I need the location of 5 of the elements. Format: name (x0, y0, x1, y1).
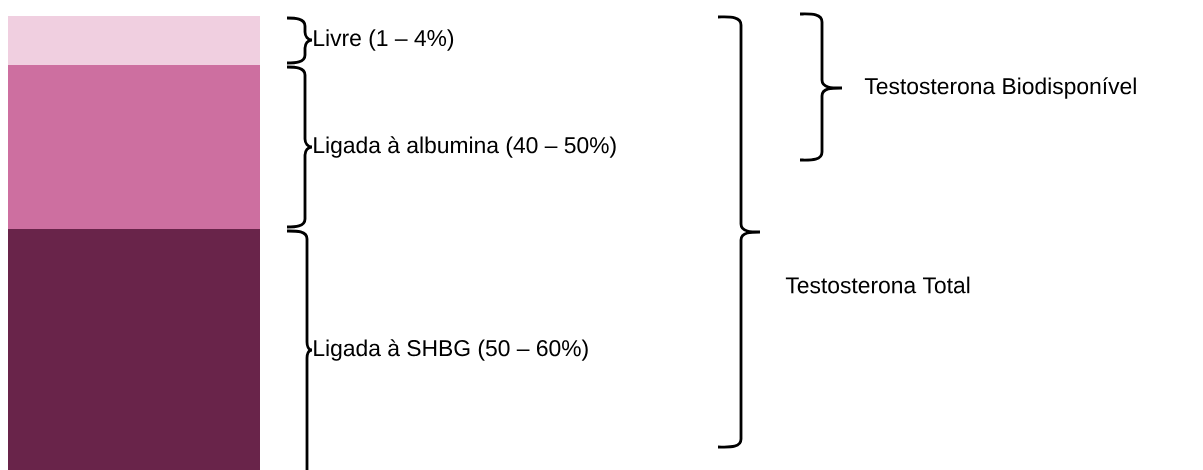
label-text: Ligada à albumina (40 – 50%) (314, 136, 616, 158)
label-text: Testosterona Total (785, 276, 970, 294)
label-text: Testosterona Biodisponível (864, 77, 1136, 99)
label-text: Ligada à SHBG (50 – 60%) (314, 339, 588, 361)
label-text: Livre (1 – 4%) (314, 29, 454, 51)
